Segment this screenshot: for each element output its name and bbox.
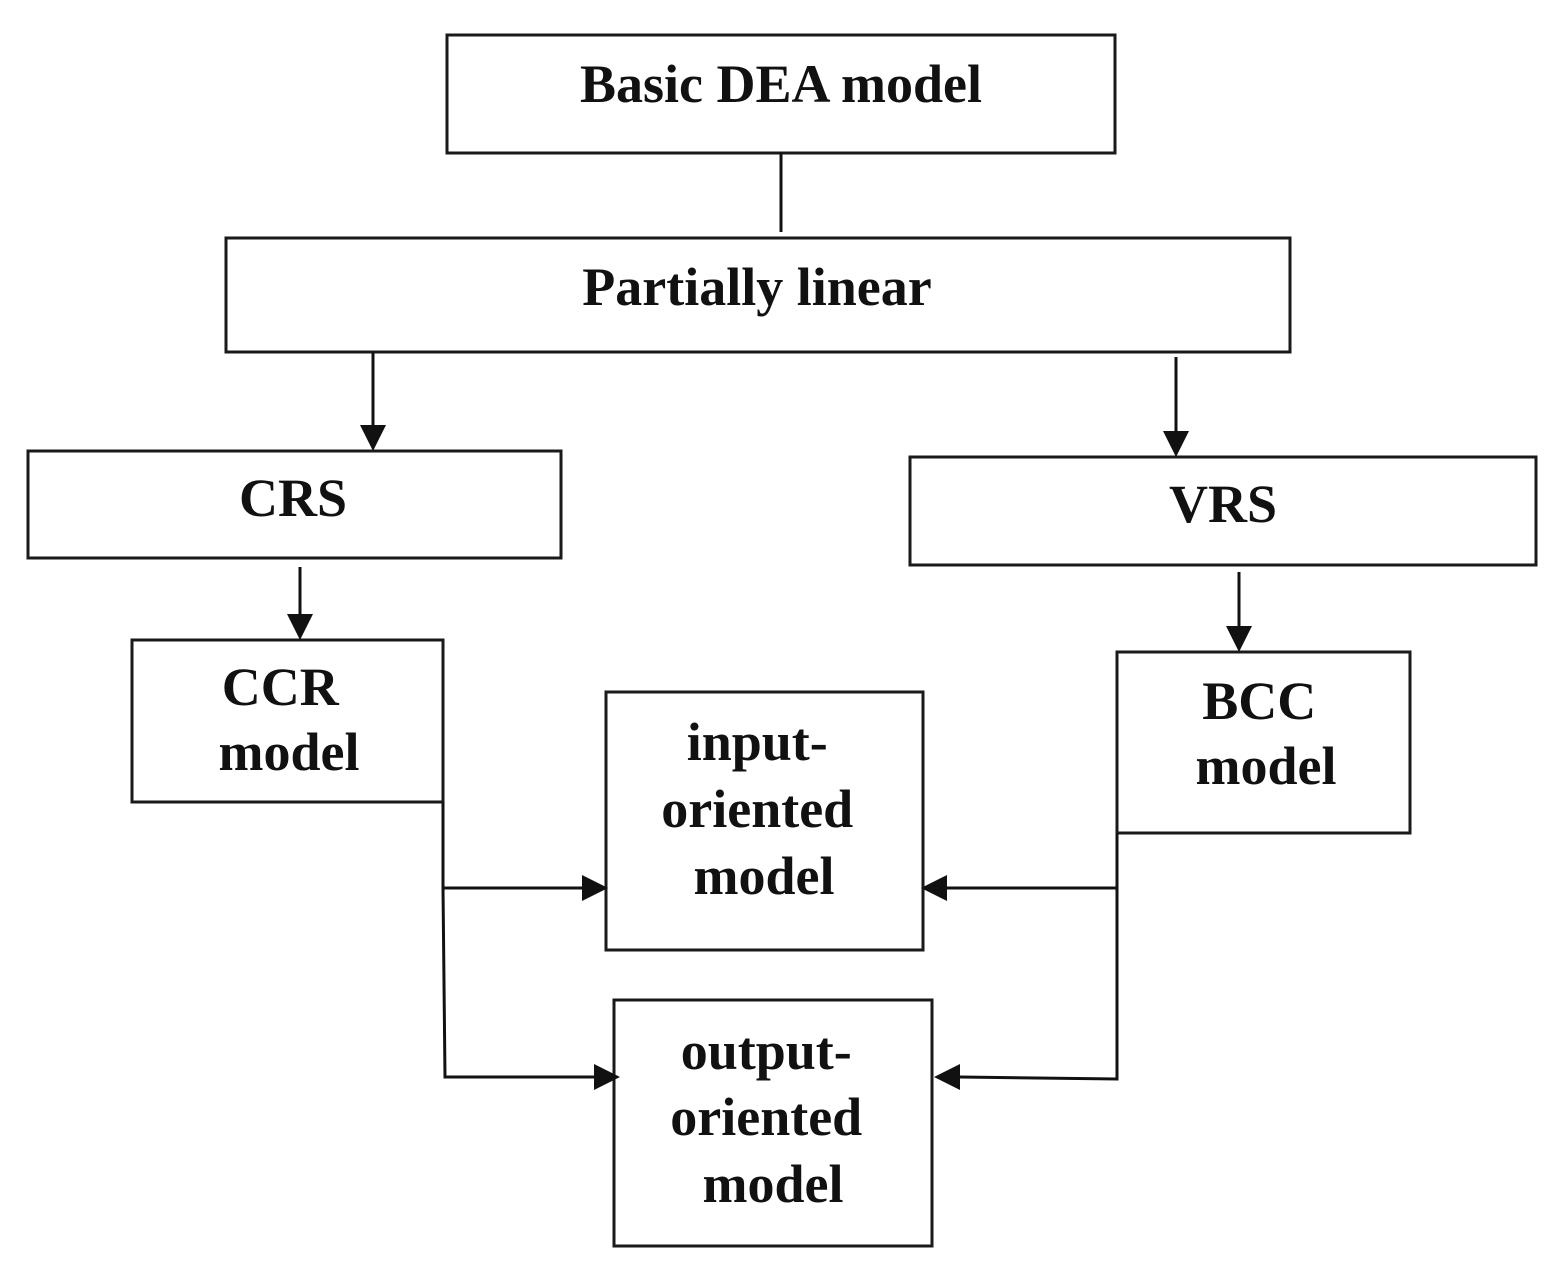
partially-linear-label: Partially linear [582, 257, 931, 317]
partially-linear-node: Partially linear [224, 236, 1292, 354]
bcc-to-input-arrow [921, 833, 1119, 901]
input-oriented-model-node: input- oriented model [604, 690, 925, 952]
ccr-model-label: CCR model [219, 657, 360, 782]
ccr-to-output-arrow [441, 887, 620, 1090]
crs-label: CRS [239, 468, 347, 528]
output-oriented-model-node: output- oriented model [612, 998, 934, 1248]
bcc-to-output-arrow [934, 888, 1119, 1090]
output-oriented-model-label: output- oriented model [670, 1021, 875, 1214]
vrs-label: VRS [1169, 474, 1277, 534]
basic-dea-model-node: Basic DEA model [445, 33, 1117, 155]
ccr-to-input-arrow [441, 802, 608, 901]
input-oriented-model-label: input- oriented model [661, 712, 866, 906]
partial-to-crs-arrow [360, 352, 386, 451]
crs-to-ccr-arrow [287, 567, 313, 640]
crs-node: CRS [26, 449, 563, 560]
partial-to-vrs-arrow [1163, 357, 1189, 457]
vrs-to-bcc-arrow [1226, 572, 1252, 652]
bcc-model-node: BCC model [1115, 650, 1412, 835]
ccr-model-node: CCR model [130, 638, 445, 804]
basic-dea-model-label: Basic DEA model [580, 54, 982, 114]
vrs-node: VRS [908, 455, 1538, 567]
bcc-model-label: BCC model [1196, 671, 1337, 796]
